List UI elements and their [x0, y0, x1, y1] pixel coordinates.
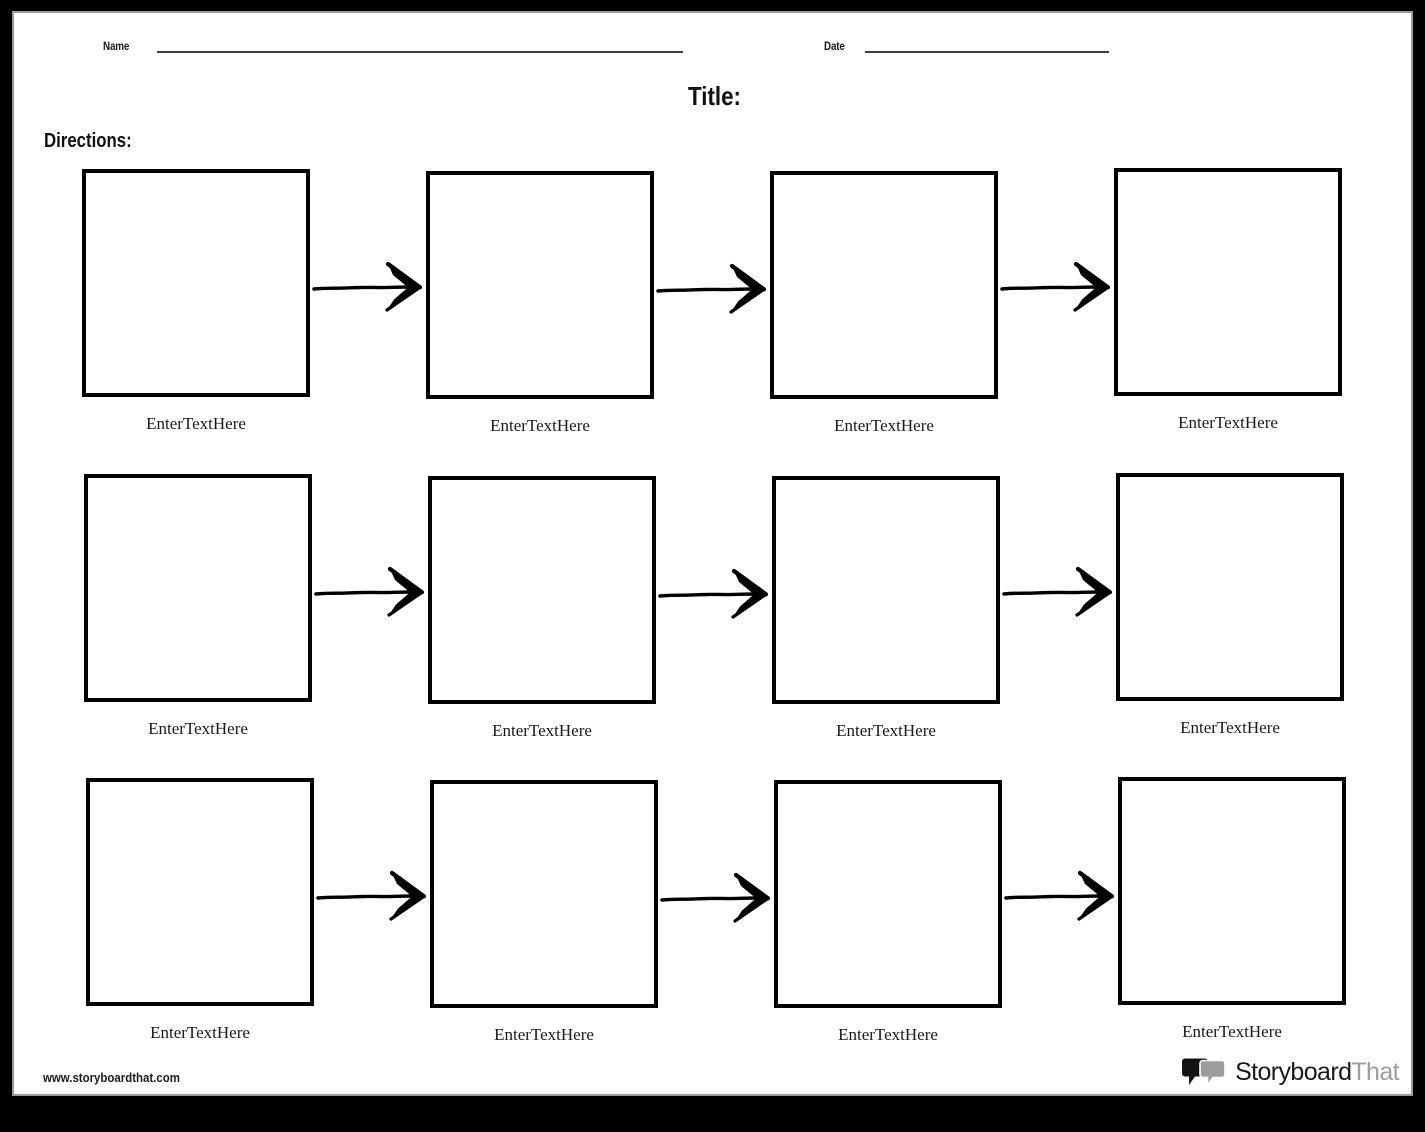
list-item[interactable]: EnterTextHere: [426, 171, 654, 436]
list-item[interactable]: EnterTextHere: [84, 474, 312, 739]
list-item[interactable]: EnterTextHere: [1114, 168, 1342, 433]
list-item[interactable]: EnterTextHere: [772, 476, 1000, 741]
list-item[interactable]: EnterTextHere: [86, 778, 314, 1043]
page-title[interactable]: Title:: [687, 81, 741, 111]
cell-canvas[interactable]: [86, 778, 314, 1006]
arrow-right-sketch-icon: [316, 867, 438, 925]
arrow-right-sketch-icon: [656, 260, 778, 318]
name-label: Name: [103, 39, 130, 53]
cell-caption[interactable]: EnterTextHere: [146, 414, 246, 433]
cell-caption[interactable]: EnterTextHere: [150, 1023, 250, 1042]
cell-caption[interactable]: EnterTextHere: [1182, 1022, 1282, 1041]
cell-caption[interactable]: EnterTextHere: [1178, 413, 1278, 432]
arrow-right-sketch-icon: [660, 869, 782, 927]
list-item[interactable]: EnterTextHere: [1116, 473, 1344, 738]
cell-canvas[interactable]: [82, 169, 310, 397]
arrow-right-sketch-icon: [312, 258, 434, 316]
list-item[interactable]: EnterTextHere: [428, 476, 656, 741]
storyboardthat-logo[interactable]: StoryboardThat: [1182, 1057, 1400, 1088]
name-input-line[interactable]: [156, 51, 683, 53]
logo-text-secondary: That: [1351, 1057, 1399, 1086]
name-field-row: Name: [103, 39, 683, 55]
cell-canvas[interactable]: [770, 171, 998, 399]
list-item[interactable]: EnterTextHere: [1118, 777, 1346, 1042]
cell-caption[interactable]: EnterTextHere: [838, 1025, 938, 1044]
arrow-right-sketch-icon: [658, 565, 780, 623]
arrow-right-sketch-icon: [1002, 563, 1124, 621]
cell-caption[interactable]: EnterTextHere: [836, 721, 936, 740]
footer-website-url[interactable]: www.storyboardthat.com: [43, 1070, 180, 1085]
date-label: Date: [824, 39, 845, 53]
cell-canvas[interactable]: [1116, 473, 1344, 701]
worksheet-sheet: Name Date Title: Directions: EnterTextHe…: [12, 11, 1413, 1096]
list-item[interactable]: EnterTextHere: [774, 780, 1002, 1045]
cell-canvas[interactable]: [772, 476, 1000, 704]
cell-caption[interactable]: EnterTextHere: [492, 721, 592, 740]
cell-canvas[interactable]: [84, 474, 312, 702]
list-item[interactable]: EnterTextHere: [770, 171, 998, 436]
cell-canvas[interactable]: [428, 476, 656, 704]
logo-text-primary: Storyboard: [1235, 1057, 1352, 1086]
date-input-line[interactable]: [865, 51, 1109, 53]
list-item[interactable]: EnterTextHere: [82, 169, 310, 434]
arrow-right-sketch-icon: [1000, 258, 1122, 316]
cell-canvas[interactable]: [774, 780, 1002, 1008]
speech-bubbles-icon: [1182, 1057, 1226, 1088]
cell-caption[interactable]: EnterTextHere: [490, 416, 590, 435]
cell-canvas[interactable]: [430, 780, 658, 1008]
logo-wordmark: StoryboardThat: [1235, 1057, 1400, 1086]
cell-canvas[interactable]: [426, 171, 654, 399]
cell-caption[interactable]: EnterTextHere: [148, 719, 248, 738]
directions-label[interactable]: Directions:: [44, 130, 132, 152]
cell-caption[interactable]: EnterTextHere: [494, 1025, 594, 1044]
cell-canvas[interactable]: [1114, 168, 1342, 396]
storyboard-grid: EnterTextHere EnterTextHere EnterTextHer…: [14, 13, 1415, 1098]
cell-caption[interactable]: EnterTextHere: [834, 416, 934, 435]
arrow-right-sketch-icon: [314, 563, 436, 621]
arrow-right-sketch-icon: [1004, 867, 1126, 925]
cell-canvas[interactable]: [1118, 777, 1346, 1005]
cell-caption[interactable]: EnterTextHere: [1180, 718, 1280, 737]
list-item[interactable]: EnterTextHere: [430, 780, 658, 1045]
date-field-row: Date: [824, 39, 1109, 55]
